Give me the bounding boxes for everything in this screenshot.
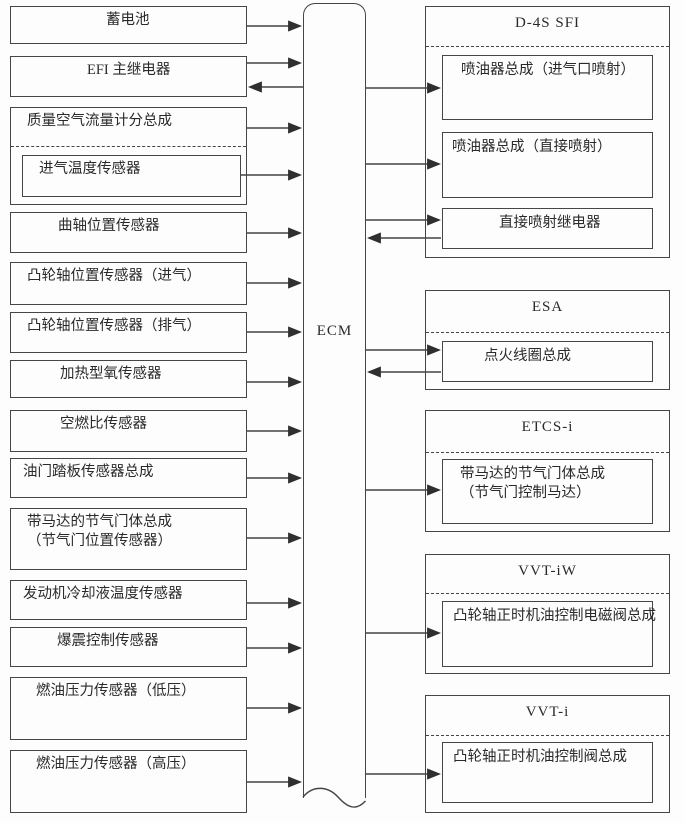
node-camshaft-position-sensor-intake: 凸轮轴位置传感器（进气） — [10, 262, 247, 305]
group-title: D-4S SFI — [514, 15, 581, 31]
node-label-line2: （节气门控制马达） — [460, 485, 591, 501]
node-label: 加热型氧传感器 — [60, 366, 162, 382]
node-label: 油门踏板传感器总成 — [23, 464, 154, 480]
dashed-divider — [426, 46, 669, 47]
node-mass-air-flow-meter: 质量空气流量计分总成 进气温度传感器 — [10, 107, 247, 205]
node-label: 点火线圈总成 — [484, 348, 571, 364]
group-d4s-sfi: D-4S SFI 喷油器总成（进气口喷射） 喷油器总成（直接喷射） 直接喷射继电… — [425, 6, 670, 258]
group-title: ESA — [531, 299, 564, 315]
ecm-label: ECM — [316, 323, 353, 339]
node-camshaft-timing-oil-control-solenoid: 凸轮轴正时机油控制电磁阀总成 — [442, 601, 656, 667]
group-etcs-i: ETCS-i 带马达的节气门体总成 （节气门控制马达） — [425, 410, 670, 532]
node-label: 直接喷射继电器 — [499, 215, 601, 231]
group-vvt-i: VVT-i 凸轮轴正时机油控制阀总成 — [425, 695, 670, 813]
node-fuel-pressure-sensor-high: 燃油压力传感器（高压） — [10, 750, 247, 813]
group-title: VVT-iW — [518, 563, 577, 579]
node-label: 进气温度传感器 — [39, 161, 141, 177]
node-label: 凸轮轴正时机油控制电磁阀总成 — [453, 608, 656, 624]
group-vvt-iw: VVT-iW 凸轮轴正时机油控制电磁阀总成 — [425, 554, 670, 674]
node-intake-air-temp-sensor: 进气温度传感器 — [22, 155, 241, 197]
node-label: 喷油器总成（直接喷射） — [452, 139, 612, 155]
node-label: 带马达的节气门体总成 — [460, 466, 605, 482]
node-direct-injection-relay: 直接喷射继电器 — [442, 208, 653, 249]
dashed-divider — [426, 332, 669, 333]
node-crankshaft-position-sensor: 曲轴位置传感器 — [10, 212, 247, 253]
node-battery: 蓄电池 — [10, 6, 247, 44]
node-injector-direct-injection: 喷油器总成（直接喷射） — [442, 132, 653, 198]
node-label: EFI 主继电器 — [87, 62, 171, 78]
node-label: 凸轮轴位置传感器（进气） — [27, 268, 201, 284]
node-throttle-body-with-motor: 带马达的节气门体总成 （节气门位置传感器） — [10, 508, 247, 570]
node-label: 蓄电池 — [106, 12, 150, 28]
node-label: 凸轮轴位置传感器（排气） — [27, 318, 201, 334]
node-label: 带马达的节气门体总成 — [27, 514, 172, 530]
node-throttle-control-motor: 带马达的节气门体总成 （节气门控制马达） — [442, 459, 653, 524]
node-accelerator-pedal-sensor: 油门踏板传感器总成 — [10, 458, 247, 498]
node-knock-control-sensor: 爆震控制传感器 — [10, 627, 247, 667]
dashed-divider — [426, 452, 669, 453]
node-label: 凸轮轴正时机油控制阀总成 — [453, 749, 627, 765]
group-title: VVT-i — [525, 704, 570, 720]
node-label: 发动机冷却液温度传感器 — [23, 586, 183, 602]
node-label: 喷油器总成（进气口喷射） — [461, 62, 635, 78]
node-injector-port-injection: 喷油器总成（进气口喷射） — [442, 55, 653, 120]
group-title: ETCS-i — [521, 419, 574, 435]
node-label-line2: （节气门位置传感器） — [27, 533, 172, 549]
node-label: 爆震控制传感器 — [57, 633, 159, 649]
node-ignition-coil: 点火线圈总成 — [442, 341, 653, 382]
node-camshaft-timing-oil-control-valve: 凸轮轴正时机油控制阀总成 — [442, 742, 653, 803]
dashed-divider — [426, 735, 669, 736]
ecm-block: ECM — [303, 3, 366, 798]
node-label: 燃油压力传感器（高压） — [36, 756, 196, 772]
node-engine-coolant-temp-sensor: 发动机冷却液温度传感器 — [10, 580, 247, 620]
node-label: 曲轴位置传感器 — [58, 218, 160, 234]
node-camshaft-position-sensor-exhaust: 凸轮轴位置传感器（排气） — [10, 312, 247, 353]
node-label: 燃油压力传感器（低压） — [36, 683, 196, 699]
node-efi-main-relay: EFI 主继电器 — [10, 56, 247, 97]
node-label: 质量空气流量计分总成 — [27, 113, 172, 129]
node-fuel-pressure-sensor-low: 燃油压力传感器（低压） — [10, 677, 247, 740]
dashed-divider — [11, 146, 246, 147]
node-air-fuel-ratio-sensor: 空燃比传感器 — [10, 410, 247, 452]
node-heated-oxygen-sensor: 加热型氧传感器 — [10, 360, 247, 398]
dashed-divider — [426, 593, 669, 594]
node-label: 空燃比传感器 — [60, 416, 147, 432]
group-esa: ESA 点火线圈总成 — [425, 290, 670, 390]
